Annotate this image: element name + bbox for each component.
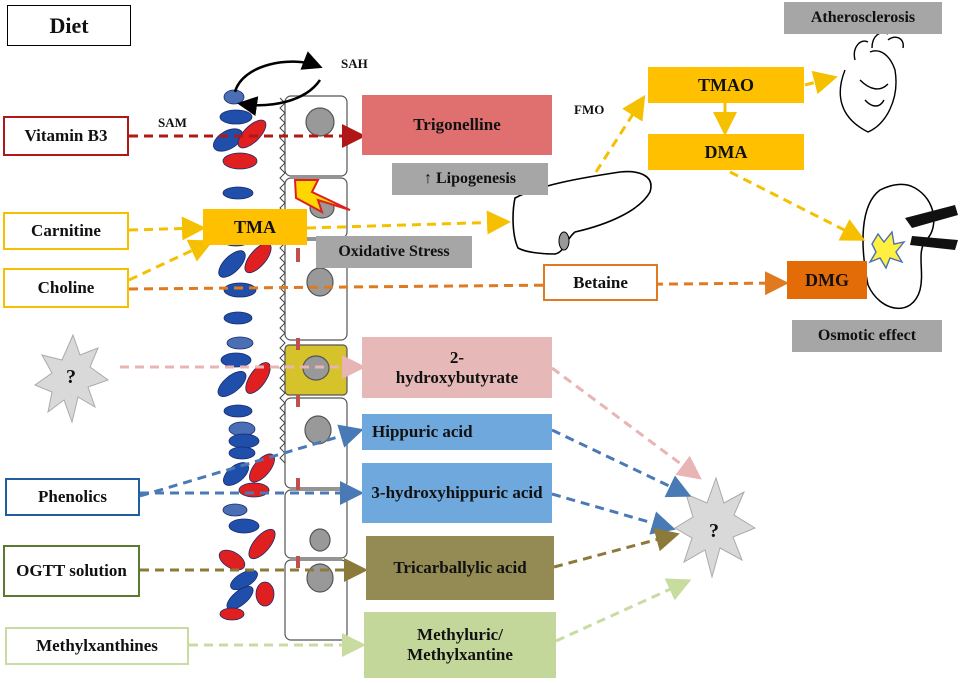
tma-box: TMA (203, 209, 307, 245)
brush-border (279, 97, 286, 464)
carnitine-box: Carnitine (3, 212, 129, 250)
arrow-tmao-heart (804, 70, 838, 95)
unknown-target-label: ? (709, 520, 719, 542)
diet-box: Diet (7, 5, 131, 46)
arrow-tricarballylic-unknown (553, 528, 680, 569)
pathway-arrows (120, 70, 866, 657)
arrow-choline-tma (128, 239, 214, 282)
osmotic-effect-box: Osmotic effect (792, 320, 942, 352)
arrow-carnitine-tma (128, 216, 206, 241)
arrow-hydroxybutyrate-unknown (551, 366, 702, 480)
arrow-hippuric-unknown (551, 428, 692, 498)
hydroxyhippuric-acid-box: 3-hydroxyhippuric acid (362, 463, 552, 523)
betaine-box: Betaine (543, 264, 658, 301)
tricarballylic-acid-box: Tricarballylic acid (366, 536, 554, 600)
ogtt-box: OGTT solution (3, 545, 140, 597)
arrow-methyluric-unknown (555, 578, 692, 643)
lightning-icon (293, 179, 351, 215)
oxidative-stress-box: Oxidative Stress (316, 236, 472, 268)
unknown-target-starburst (674, 476, 757, 579)
tmao-box: TMAO (648, 67, 804, 103)
heart-icon (839, 32, 904, 133)
hippuric-acid-box: Hippuric acid (362, 414, 552, 450)
unknown-source-starburst (33, 333, 110, 424)
gut-microbiota (213, 89, 276, 621)
gallbladder-icon (558, 231, 570, 251)
sah-label: SAH (341, 56, 368, 71)
lipogenesis-box: ↑ Lipogenesis (392, 163, 548, 195)
arrow-tma-liver (306, 210, 511, 235)
phenolics-box: Phenolics (5, 478, 140, 516)
tight-junctions (296, 248, 300, 568)
trigonelline-box: Trigonelline (362, 95, 552, 155)
sam-sah-cycle-lower (237, 79, 322, 117)
arrow-dma-kidney (729, 170, 866, 241)
dmg-box: DMG (787, 261, 867, 299)
hydroxybutyrate-box: 2-hydroxybutyrate (362, 337, 552, 398)
kidney-icon (862, 183, 958, 309)
choline-box: Choline (3, 268, 129, 308)
fmo-label: FMO (574, 102, 605, 117)
methylxanthines-box: Methylxanthines (5, 627, 189, 665)
vitamin-b3-box: Vitamin B3 (3, 116, 129, 156)
arrow-phenolics-hippuric (139, 424, 364, 498)
sam-label: SAM (158, 115, 187, 130)
epithelium-cells (284, 95, 348, 641)
methyluric-box: Methyluric/ Methylxantine (364, 612, 556, 678)
sam-sah-cycle-upper (233, 51, 323, 93)
atherosclerosis-box: Atherosclerosis (784, 2, 942, 34)
unknown-source-label: ? (66, 366, 76, 388)
arrow-choline-dmg (128, 271, 789, 296)
arrow-hydroxyhippuric-unknown (551, 492, 676, 535)
dma-box: DMA (648, 134, 804, 170)
